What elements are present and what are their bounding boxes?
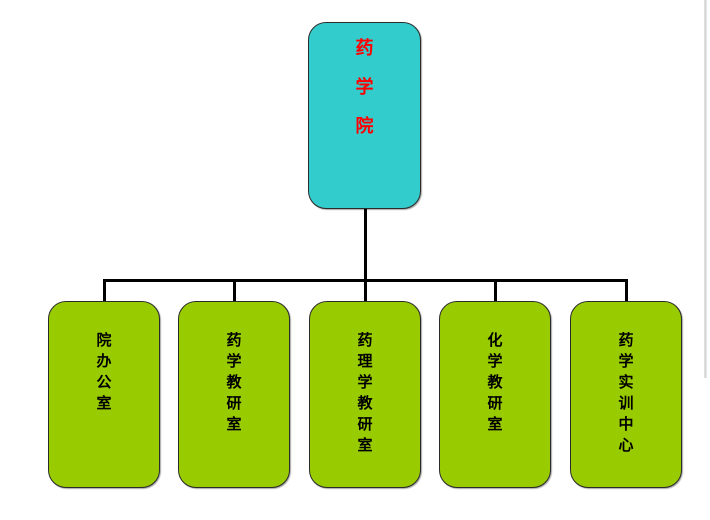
- child-label-char: 研: [226, 394, 242, 412]
- child-label-char: 室: [96, 394, 112, 412]
- child-label-char: 中: [618, 415, 634, 433]
- org-node-child-2: 药 学 教 研 室: [178, 301, 290, 488]
- org-node-root: 药 学 院: [308, 22, 421, 209]
- connector-root-trunk: [364, 208, 367, 282]
- connector-drop-4: [494, 279, 497, 302]
- child-label-char: 室: [487, 415, 503, 433]
- child-label-char: 教: [226, 373, 242, 391]
- root-label-char: 院: [355, 116, 374, 137]
- child-label-char: 教: [487, 373, 503, 391]
- child-label-char: 办: [96, 352, 112, 370]
- child-label-char: 公: [96, 373, 112, 391]
- child-label-char: 理: [357, 352, 373, 370]
- connector-drop-3: [364, 279, 367, 302]
- org-node-child-3: 药 理 学 教 研 室: [309, 301, 421, 488]
- child-label-char: 药: [618, 331, 634, 349]
- child-label-char: 研: [487, 394, 503, 412]
- child-label-char: 室: [226, 415, 242, 433]
- child-label-char: 药: [357, 331, 373, 349]
- connector-drop-1: [103, 279, 106, 302]
- org-node-child-5: 药 学 实 训 中 心: [570, 301, 682, 488]
- connector-drop-2: [233, 279, 236, 302]
- child-label-char: 训: [618, 394, 634, 412]
- connector-drop-5: [625, 279, 628, 302]
- org-node-child-1: 院 办 公 室: [48, 301, 160, 488]
- child-label-char: 化: [487, 331, 503, 349]
- org-node-child-4: 化 学 教 研 室: [439, 301, 551, 488]
- child-label-char: 实: [618, 373, 634, 391]
- root-label-char: 药: [355, 38, 374, 59]
- window-edge-shadow: [704, 0, 707, 378]
- child-label-char: 研: [357, 415, 373, 433]
- child-label-char: 院: [96, 331, 112, 349]
- child-label-char: 室: [357, 436, 373, 454]
- child-label-char: 学: [487, 352, 503, 370]
- child-label-char: 学: [357, 373, 373, 391]
- child-label-char: 学: [226, 352, 242, 370]
- child-label-char: 教: [357, 394, 373, 412]
- child-label-char: 心: [618, 436, 634, 454]
- child-label-char: 药: [226, 331, 242, 349]
- root-label-char: 学: [355, 77, 374, 98]
- child-label-char: 学: [618, 352, 634, 370]
